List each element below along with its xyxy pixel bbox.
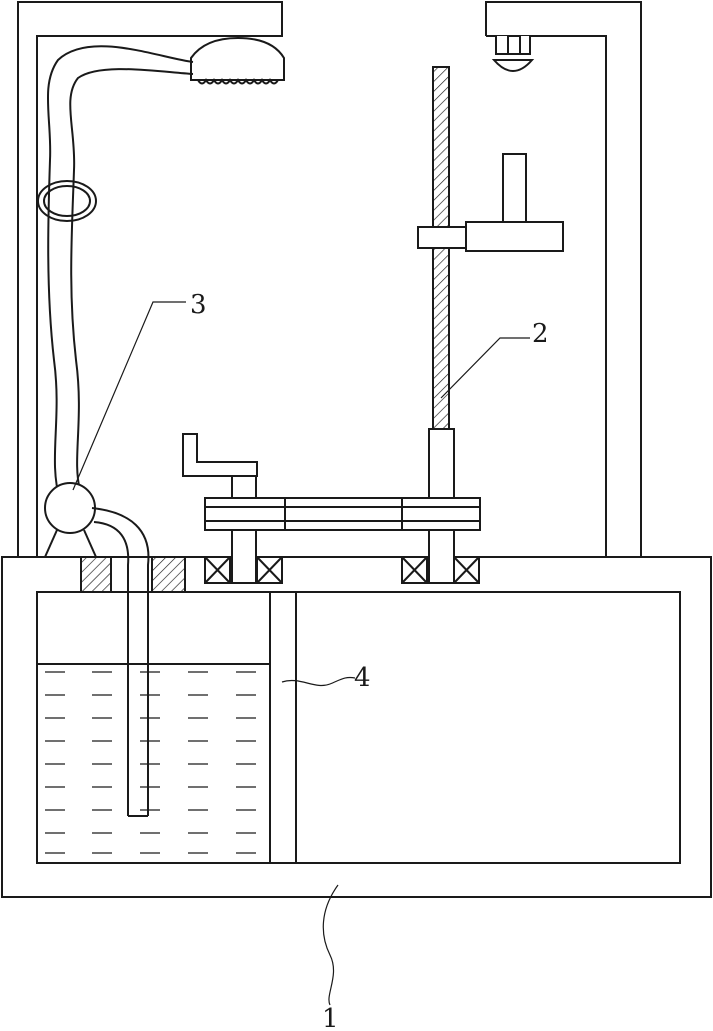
label-4: 4 (354, 663, 371, 693)
belt-transmission (205, 498, 480, 530)
hose (38, 46, 193, 500)
shower-head (191, 38, 284, 84)
suction-pipe (92, 508, 148, 816)
top-nozzle (494, 36, 532, 71)
upper-frame-right (486, 2, 641, 557)
valve-support (45, 530, 96, 557)
label-1: 1 (322, 1004, 339, 1031)
water-tank (37, 664, 270, 853)
label-3: 3 (190, 290, 207, 320)
base-box (2, 557, 711, 897)
water-level-dashes (45, 672, 256, 853)
hose-seal-blocks (81, 557, 185, 592)
label-2: 2 (532, 319, 549, 349)
hand-crank (183, 434, 257, 476)
leader-lines (73, 302, 530, 1005)
valve-ball (45, 483, 95, 533)
partition-plate (270, 592, 296, 863)
